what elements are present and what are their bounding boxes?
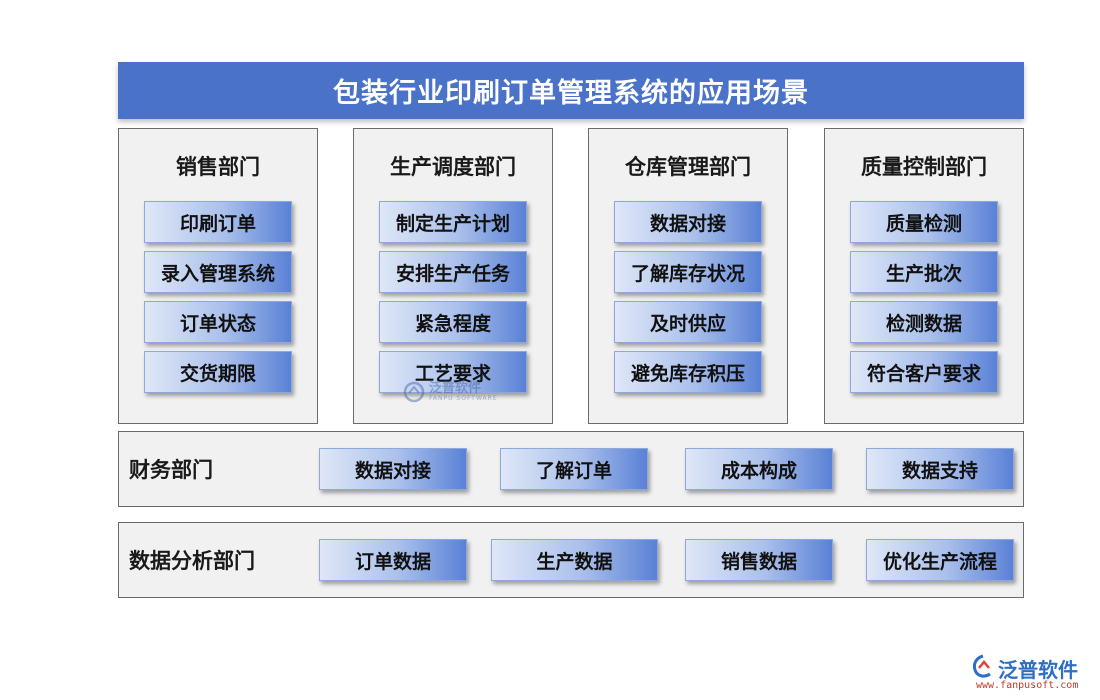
watermark-logo-icon (403, 381, 425, 403)
dept-item: 符合客户要求 (850, 351, 998, 393)
dept-item: 安排生产任务 (379, 251, 527, 293)
dept-item: 销售数据 (685, 539, 833, 581)
watermark-sub: FANPU SOFTWARE (429, 395, 498, 402)
dept-item: 检测数据 (850, 301, 998, 343)
dept-item: 数据对接 (319, 448, 467, 490)
dept-item: 录入管理系统 (144, 251, 292, 293)
dept-item: 及时供应 (614, 301, 762, 343)
dept-item: 数据对接 (614, 201, 762, 243)
dept-title: 仓库管理部门 (625, 155, 751, 179)
dept-item: 成本构成 (685, 448, 833, 490)
dept-item: 生产数据 (491, 539, 658, 581)
dept-item: 制定生产计划 (379, 201, 527, 243)
dept-item: 印刷订单 (144, 201, 292, 243)
brand-name: 泛普软件 (998, 658, 1078, 682)
dept-title: 生产调度部门 (390, 155, 516, 179)
dept-sales: 销售部门 印刷订单 录入管理系统 订单状态 交货期限 (118, 128, 318, 424)
dept-item: 订单数据 (319, 539, 467, 581)
dept-production-scheduling: 生产调度部门 制定生产计划 安排生产任务 紧急程度 工艺要求 (353, 128, 553, 424)
dept-data-analysis: 数据分析部门 订单数据 生产数据 销售数据 优化生产流程 (118, 522, 1024, 598)
dept-item: 紧急程度 (379, 301, 527, 343)
dept-item: 订单状态 (144, 301, 292, 343)
dept-quality-control: 质量控制部门 质量检测 生产批次 检测数据 符合客户要求 (824, 128, 1024, 424)
dept-finance: 财务部门 数据对接 了解订单 成本构成 数据支持 (118, 431, 1024, 507)
dept-warehouse: 仓库管理部门 数据对接 了解库存状况 及时供应 避免库存积压 (588, 128, 788, 424)
dept-item: 质量检测 (850, 201, 998, 243)
dept-title: 销售部门 (176, 155, 260, 179)
dept-item: 工艺要求 (379, 351, 527, 393)
dept-item: 避免库存积压 (614, 351, 762, 393)
dept-item: 了解订单 (500, 448, 648, 490)
dept-item: 数据支持 (866, 448, 1014, 490)
dept-item: 生产批次 (850, 251, 998, 293)
brand-url: www.fanpusoft.com (976, 680, 1079, 691)
dept-item: 了解库存状况 (614, 251, 762, 293)
dept-title: 财务部门 (129, 458, 213, 482)
dept-title: 质量控制部门 (861, 155, 987, 179)
watermark-name: 泛普软件 (429, 381, 482, 396)
dept-item: 交货期限 (144, 351, 292, 393)
brand-logo-icon (972, 654, 991, 678)
dept-item: 优化生产流程 (866, 539, 1014, 581)
brand-logo: 泛普软件 www.fanpusoft.com (968, 654, 1096, 694)
watermark: 泛普软件 FANPU SOFTWARE (403, 377, 513, 407)
diagram-title: 包装行业印刷订单管理系统的应用场景 (118, 62, 1024, 119)
dept-title: 数据分析部门 (129, 549, 255, 573)
